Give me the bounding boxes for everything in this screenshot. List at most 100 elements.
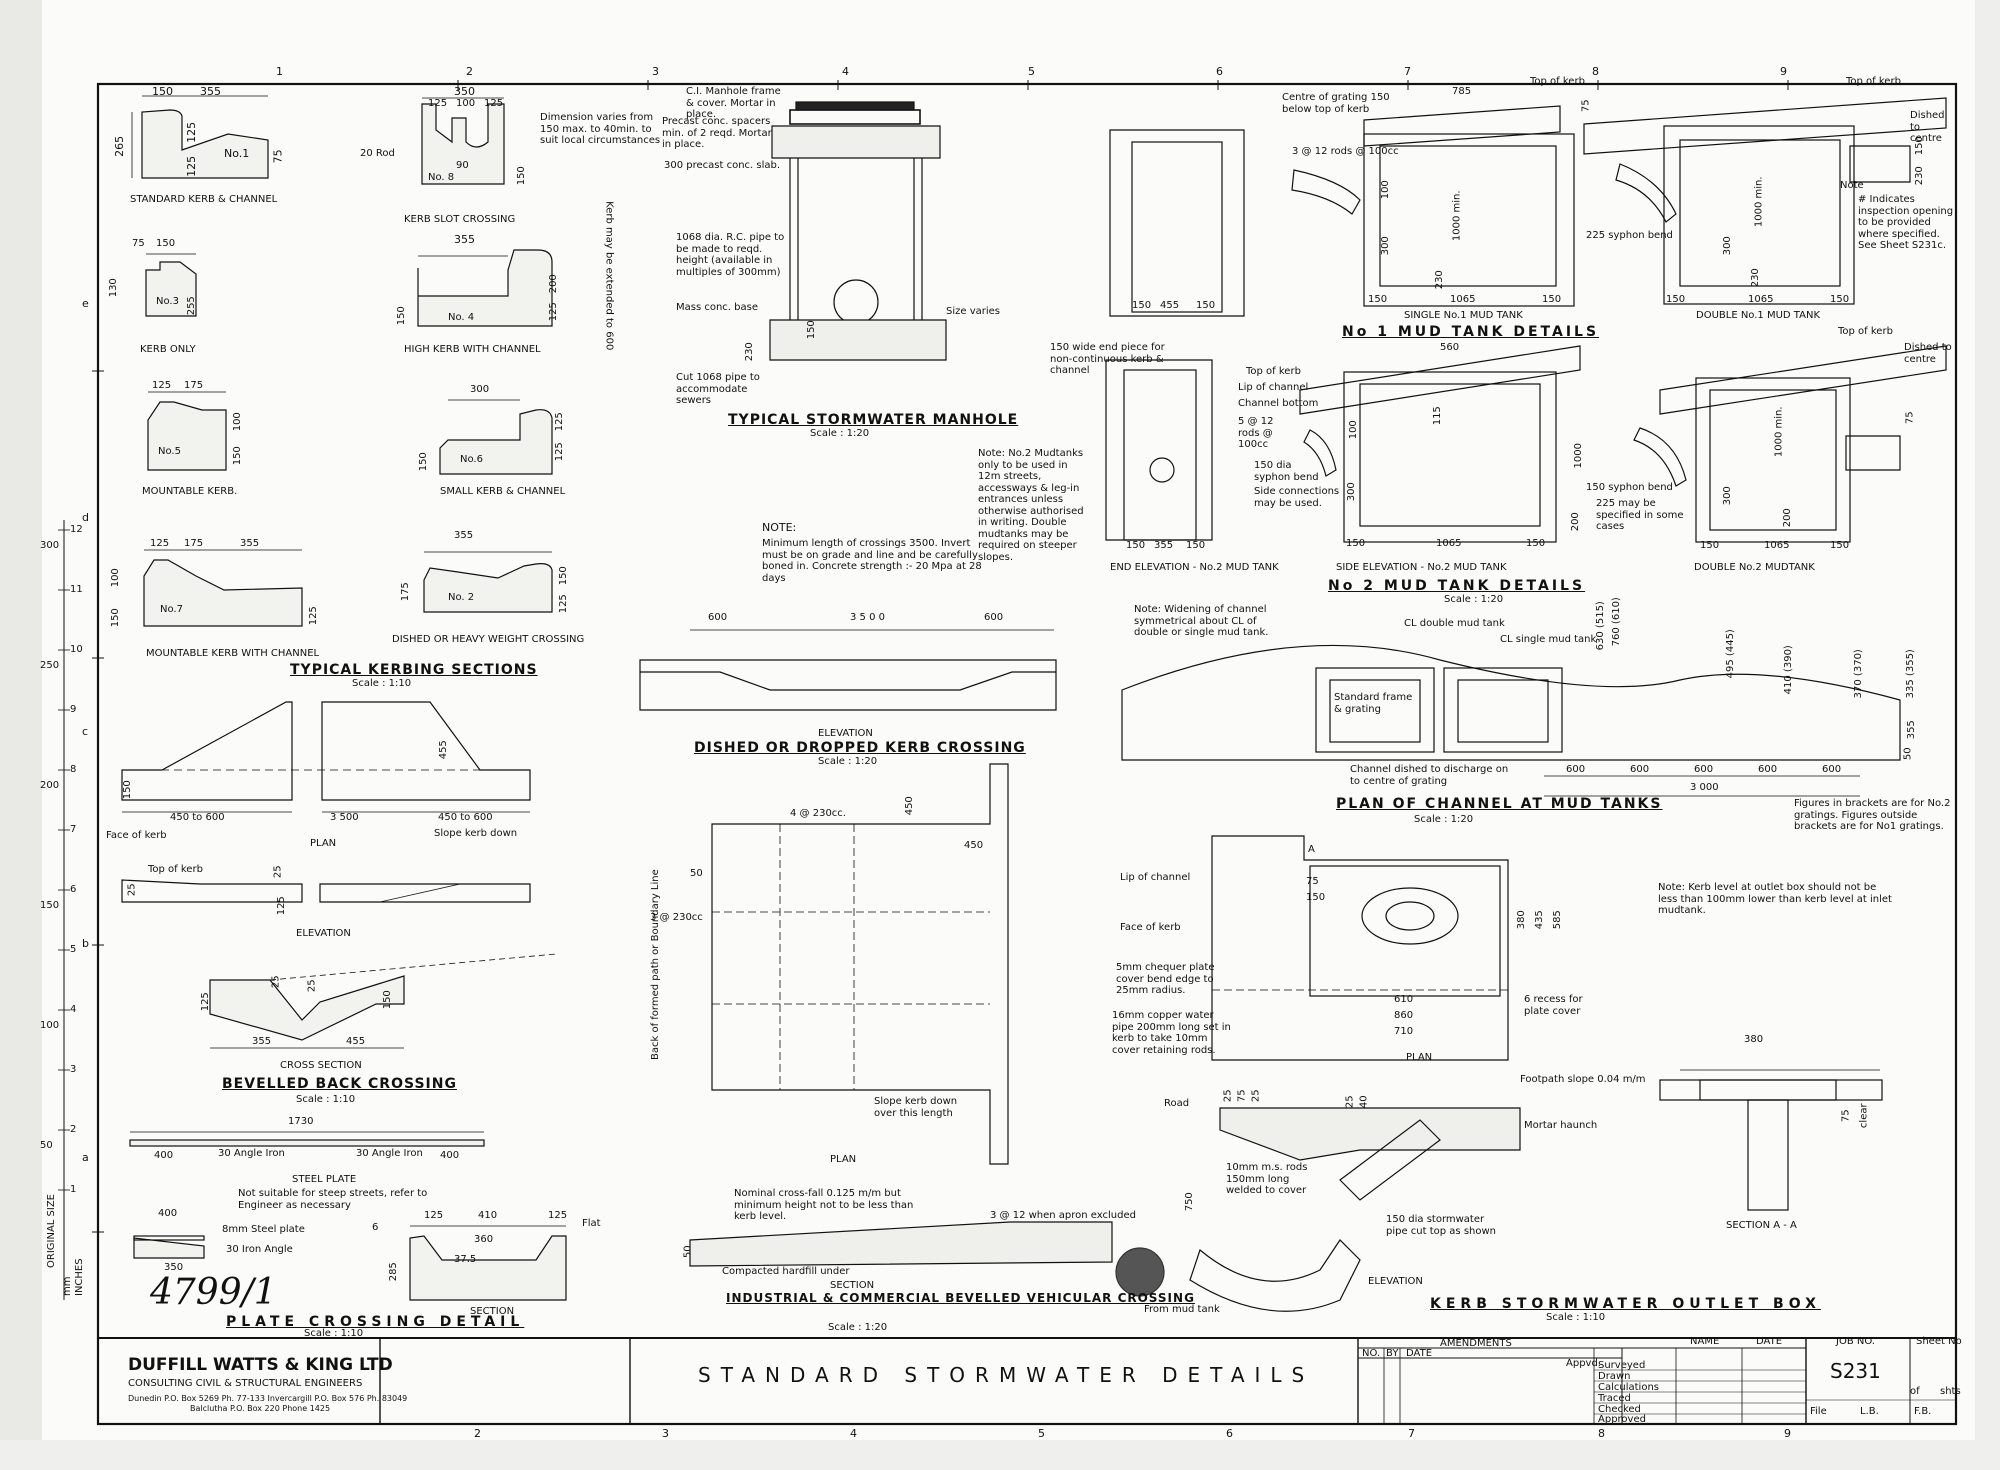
sheet-shts: shts [1940,1386,1961,1397]
plate-title: PLATE CROSSING DETAIL [226,1314,525,1330]
mudtank2-label: Top of kerb [1246,366,1301,377]
dim-label: 125 [152,380,172,391]
mudtank2-label: 355 [1154,540,1174,551]
mudtank2-caption: SIDE ELEVATION - No.2 MUD TANK [1336,562,1507,573]
dim-label: 125 [548,1210,568,1221]
ruler-number: 10 [70,644,83,655]
dim-label: 200 [547,274,559,294]
ruler-number: 9 [70,704,77,715]
mudtank2-label: 115 [1431,406,1443,426]
outlet-dim: 150 [1306,892,1326,903]
grid-label-left: c [82,725,89,738]
firm-address: Balclutha P.O. Box 220 Phone 1425 [190,1404,331,1413]
outlet-label: 5mm chequer plate cover bend edge to 25m… [1116,962,1215,996]
mudtank1-label: 150 [1830,294,1850,305]
mudtank2-label: Side connections may be used. [1254,486,1340,509]
vehicular-label: 3 @ 12 when apron excluded [990,1210,1136,1221]
grid-label-bottom: 7 [1408,1427,1415,1440]
dim-label: 355 [200,85,221,98]
plan-label: PLAN [310,838,337,849]
grid-label-top: 5 [1028,65,1035,78]
dim-label: 450 to 600 [170,812,225,823]
manhole-title: TYPICAL STORMWATER MANHOLE [728,412,1019,428]
dim-label: 125 [185,155,199,177]
mudtank2-note: Note: No.2 Mudtanks only to be used in 1… [978,448,1084,563]
dim-label: 150 [156,238,176,249]
channel-dim: 355 [1905,720,1917,740]
dim-label: 150 [417,452,429,472]
channel-figures-note: Figures in brackets are for No.2 grating… [1794,798,1951,832]
ruler-number: 6 [70,884,77,895]
mudtank2-label: 150 [1830,540,1850,551]
dim-label: 350 [164,1262,184,1273]
dim-label: 150 [515,166,527,186]
outlet-label: Face of kerb [1120,922,1181,933]
dim-label: 150 [121,780,133,800]
dim-label: 600 [984,612,1004,623]
dim-label: 355 [454,233,475,246]
dim-label: 75 [132,238,145,249]
section-marker: A [1308,844,1315,855]
mudtank1-label: 100 [1379,180,1391,200]
outlet-label: 10mm m.s. rods 150mm long welded to cove… [1226,1162,1308,1196]
channel-dim: 50 [1902,747,1914,761]
section-caption: HIGH KERB WITH CHANNEL [404,344,541,355]
dim-label: 125 [275,896,287,916]
section-tag: No. 2 [448,592,475,603]
mudtank1-label: DOUBLE No.1 MUD TANK [1696,310,1820,321]
top-of-kerb: Top of kerb [148,864,203,875]
plan-label: PLAN [1406,1052,1433,1063]
dim-label: 355 [454,530,474,541]
section-tag: No. 8 [428,172,455,183]
outlet-label: 16mm copper water pipe 200mm long set in… [1112,1010,1231,1056]
outlet-dim: 750 [1183,1192,1195,1212]
dim-label: 355 [240,538,260,549]
mudtank1-label: 230 [1749,268,1761,288]
role-label: Drawn [1598,1371,1631,1382]
mudtank1-label: 150 [1542,294,1562,305]
manhole-note: Mass conc. base [676,302,759,313]
section-label: SECTION [830,1280,875,1291]
grid-label-top: 4 [842,65,849,78]
channel-label: 335 (355) [1904,649,1916,699]
dished-crossing-title: DISHED OR DROPPED KERB CROSSING [694,740,1026,756]
dished-crossing-note: Minimum length of crossings 3500. Invert… [762,538,982,584]
mudtank1-label: 150 [1196,300,1216,311]
channel-label: 370 (370) [1852,649,1864,699]
dim-label: 265 [113,135,127,157]
dim-label: 125 [547,302,559,322]
mudtank1-label: Centre of grating 150 below top of kerb [1282,92,1390,115]
mudtank2-label: 150 [1526,538,1546,549]
outlet-dim: 75 [1236,1089,1248,1103]
kerbing-scale: Scale : 1:10 [352,678,412,689]
section-caption: MOUNTABLE KERB. [142,486,238,497]
outlet-dim: 710 [1394,1026,1414,1037]
dim-label: 410 [478,1210,498,1221]
ruler-number: 2 [70,1124,77,1135]
outlet-dim: 75 [1840,1109,1852,1123]
dim-label: 150 [805,320,817,340]
file-label: File [1810,1406,1827,1417]
dim-label: 125 [428,98,448,109]
mudtank1-label: Note [1840,180,1864,191]
dim-label: 3 5 0 0 [850,612,885,623]
section-label: SECTION [470,1306,515,1317]
sheet-no-header: Sheet No [1916,1336,1962,1347]
flat-label: Flat [582,1218,601,1229]
outlet-dim: 25 [1222,1089,1234,1103]
mudtank1-label: 300 [1379,236,1391,256]
slot-note: Dimension varies from 150 max. to 40min.… [540,112,661,146]
mudtank2-scale: Scale : 1:20 [1444,594,1504,605]
grid-label-top: 8 [1592,65,1599,78]
amend-col: BY [1386,1348,1399,1359]
dim-label: 150 [395,306,407,326]
dim-label: 100 [109,568,121,588]
elevation-label: ELEVATION [818,728,873,739]
name-col: NAME [1690,1336,1720,1347]
ruler-mm-number: 250 [40,660,60,671]
grid-label-top: 7 [1404,65,1411,78]
ruler-mm-number: 150 [40,900,60,911]
channel-label: 495 (445) [1724,629,1736,679]
section-tag: No.6 [460,454,483,465]
